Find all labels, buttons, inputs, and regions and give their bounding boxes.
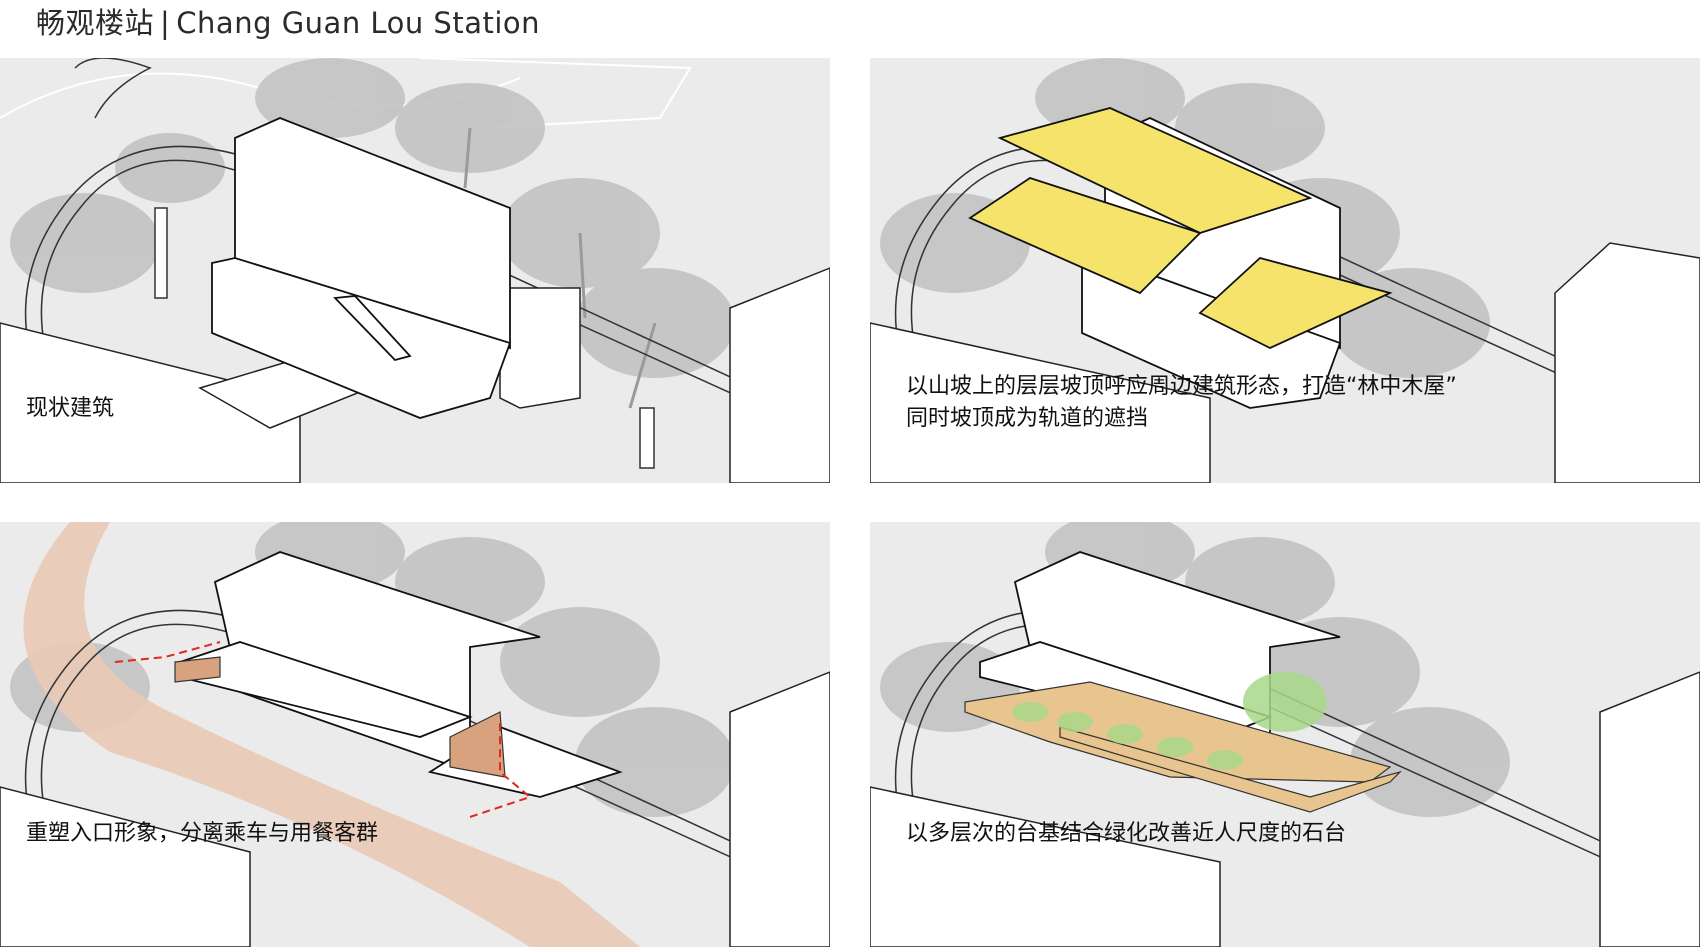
- panel-existing-building: 现状建筑: [0, 58, 830, 483]
- entrance-block-west: [174, 656, 221, 683]
- title-separator: |: [160, 6, 171, 40]
- title-en: Chang Guan Lou Station: [176, 6, 541, 40]
- caption-line: 重塑入口形象，分离乘车与用餐客群: [26, 821, 379, 846]
- shrub: [1207, 750, 1243, 770]
- shrub: [1157, 737, 1193, 757]
- shrub: [1012, 702, 1048, 722]
- yellow-roofs: [968, 107, 1393, 349]
- planting: [1012, 672, 1327, 770]
- caption-line: 现状建筑: [26, 396, 115, 421]
- surrounding-buildings: [870, 242, 1700, 483]
- caption-line: 同时坡顶成为轨道的遮挡: [906, 406, 1149, 431]
- panel-entrance: 重塑入口形象，分离乘车与用餐客群: [0, 522, 830, 947]
- terraced-platform: [964, 681, 1403, 813]
- tree-canopy-green: [1243, 672, 1327, 732]
- diagram-platform: [870, 522, 1700, 947]
- tree-canopy: [255, 58, 405, 138]
- tree-canopy: [500, 607, 660, 717]
- station-building: [179, 551, 623, 798]
- page-title: 畅观楼站|Chang Guan Lou Station: [36, 0, 540, 42]
- station-building: [211, 117, 512, 419]
- caption-line: 以多层次的台基结合绿化改善近人尺度的石台: [906, 821, 1347, 846]
- caption-line: 以山坡上的层层坡顶呼应周边建筑形态，打造“林中木屋”: [906, 374, 1457, 399]
- surrounding-buildings: [0, 671, 830, 947]
- caption-panel-4: 以多层次的台基结合绿化改善近人尺度的石台: [906, 818, 1346, 850]
- shrub: [1057, 712, 1093, 732]
- entrance-blocks: [174, 656, 506, 778]
- tree-canopy: [575, 707, 735, 817]
- panel-terraced-platform: 以多层次的台基结合绿化改善近人尺度的石台: [870, 522, 1700, 947]
- route-arrows: [114, 641, 533, 818]
- surrounding-buildings: [870, 671, 1700, 947]
- tree-canopy: [10, 193, 160, 293]
- roof-middle: [968, 177, 1202, 295]
- shrub: [1107, 724, 1143, 744]
- panel-sloped-roofs: 以山坡上的层层坡顶呼应周边建筑形态，打造“林中木屋” 同时坡顶成为轨道的遮挡: [870, 58, 1700, 483]
- caption-panel-3: 重塑入口形象，分离乘车与用餐客群: [26, 818, 378, 850]
- roof-lower: [1198, 257, 1393, 349]
- tree-trunks: [463, 127, 657, 409]
- diagram-existing: [0, 58, 830, 483]
- title-cn: 畅观楼站: [36, 6, 155, 40]
- surrounding-buildings: [0, 267, 830, 483]
- walking-path: [23, 522, 640, 947]
- diagram-entrance: [0, 522, 830, 947]
- diagram-roofs: [870, 58, 1700, 483]
- caption-panel-2: 以山坡上的层层坡顶呼应周边建筑形态，打造“林中木屋” 同时坡顶成为轨道的遮挡: [906, 371, 1457, 435]
- caption-panel-1: 现状建筑: [26, 393, 114, 425]
- roof-upper: [997, 107, 1313, 234]
